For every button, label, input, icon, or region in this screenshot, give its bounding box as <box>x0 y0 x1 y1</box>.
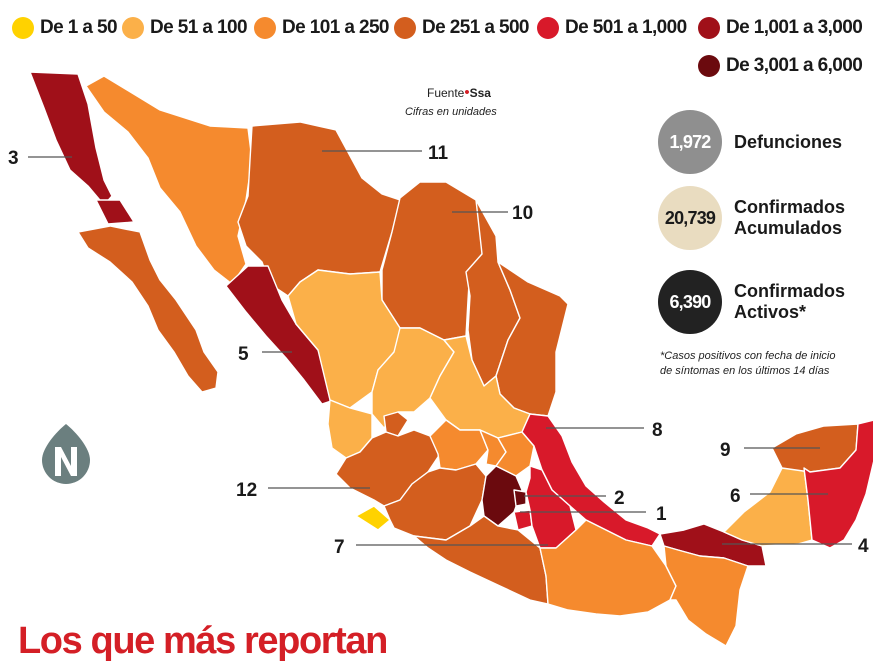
legend-label: De 501 a 1,000 <box>565 17 687 38</box>
stat-confirmados-activos: 6,390 Confirmados Activos* <box>658 270 864 334</box>
units-note: Cifras en unidades <box>405 106 497 118</box>
map-label-9: 9 <box>720 440 731 461</box>
map-label-2: 2 <box>614 488 625 509</box>
legend-swatch <box>122 17 144 39</box>
state-campeche <box>723 467 813 547</box>
map-label-4: 4 <box>858 536 869 557</box>
legend-item-1-50: De 1 a 50 <box>12 14 118 42</box>
mexico-map: 3 11 10 5 8 9 6 12 2 1 7 4 <box>8 71 873 647</box>
state-baja-california-cut <box>95 199 135 225</box>
legend-swatch <box>698 17 720 39</box>
legend-label: De 1,001 a 3,000 <box>726 17 863 38</box>
map-label-3: 3 <box>8 148 19 169</box>
map-label-1: 1 <box>656 504 667 525</box>
state-aguascalientes <box>383 411 409 437</box>
legend-item-501-1000: De 501 a 1,000 <box>537 14 687 42</box>
footnote: *Casos positivos con fecha de inicio de … <box>660 350 836 377</box>
legend-label: De 251 a 500 <box>422 17 530 38</box>
bullet-icon: • <box>464 84 470 101</box>
legend-item-101-250: De 101 a 250 <box>254 14 390 42</box>
source-name: Ssa <box>469 86 491 100</box>
legend-swatch <box>12 17 34 39</box>
legend-item-1001-3000: De 1,001 a 3,000 <box>698 14 863 42</box>
legend-swatch <box>254 17 276 39</box>
legend-label: De 1 a 50 <box>40 17 118 38</box>
stat-label: Defunciones <box>734 131 843 152</box>
stat-defunciones: 1,972 Defunciones <box>658 110 842 174</box>
state-guanajuato <box>429 419 489 471</box>
map-label-12: 12 <box>236 480 257 501</box>
source-credit: Fuente•Ssa <box>404 84 514 101</box>
map-label-5: 5 <box>238 344 249 365</box>
legend-label: De 101 a 250 <box>282 17 390 38</box>
state-chiapas <box>663 545 749 647</box>
stat-confirmados-acumulados: 20,739 Confirmados Acumulados <box>658 186 864 250</box>
legend-item-251-500: De 251 a 500 <box>394 14 530 42</box>
legend-label: De 3,001 a 6,000 <box>726 55 863 76</box>
map-label-7: 7 <box>334 537 345 558</box>
stat-label: Confirmados Activos* <box>734 281 846 322</box>
legend-item-51-100: De 51 a 100 <box>122 14 248 42</box>
stat-value: 1,972 <box>669 131 711 152</box>
stat-circle: 1,972 <box>658 110 722 174</box>
map-label-11: 11 <box>428 143 449 164</box>
stat-value: 6,390 <box>669 291 711 312</box>
source-prefix: Fuente <box>427 86 465 100</box>
state-morelos <box>513 509 533 531</box>
map-label-10: 10 <box>512 203 533 224</box>
legend-label: De 51 a 100 <box>150 17 248 38</box>
stat-label: Confirmados Acumulados <box>734 197 846 238</box>
legend-item-3001-6000: De 3,001 a 6,000 <box>698 52 863 80</box>
state-coahuila <box>381 181 491 341</box>
legend-swatch <box>698 55 720 77</box>
state-cdmx <box>513 489 527 507</box>
state-jalisco <box>335 429 441 507</box>
section-headline: Los que más reportan <box>18 620 388 662</box>
map-label-6: 6 <box>730 486 741 507</box>
stat-circle: 6,390 <box>658 270 722 334</box>
legend-swatch <box>537 17 559 39</box>
state-baja-california-sur <box>77 225 219 393</box>
stat-circle: 20,739 <box>658 186 722 250</box>
publisher-logo-icon <box>42 424 90 484</box>
stat-value: 20,739 <box>664 207 716 228</box>
map-label-8: 8 <box>652 420 663 441</box>
legend-swatch <box>394 17 416 39</box>
